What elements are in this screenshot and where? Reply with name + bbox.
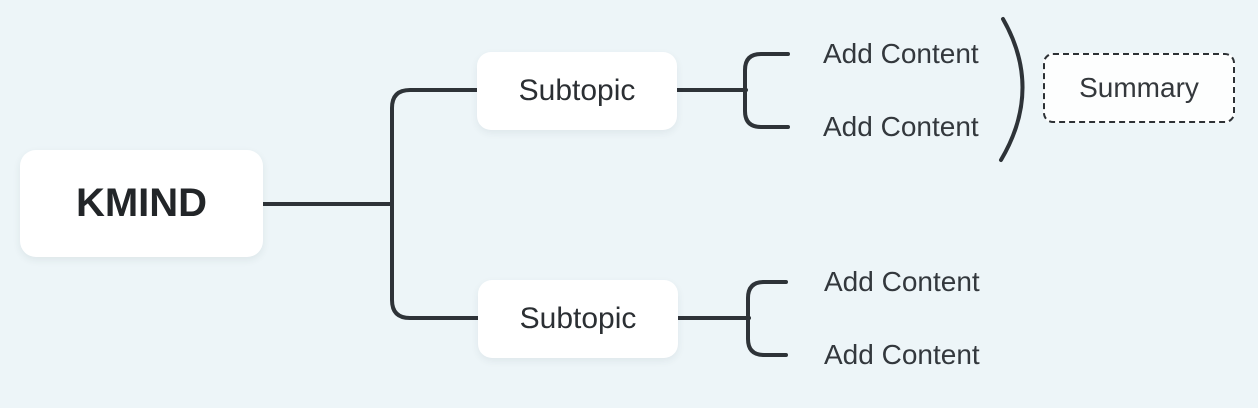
node-root-topic[interactable]: KMIND xyxy=(20,150,263,257)
node-summary[interactable]: Summary xyxy=(1043,53,1235,123)
node-subtopic-2[interactable]: Subtopic xyxy=(478,280,678,358)
link-root-trunk xyxy=(390,88,480,320)
node-add-content-3[interactable]: Add Content xyxy=(824,266,980,297)
summary-brace xyxy=(999,17,1025,162)
node-subtopic-1[interactable]: Subtopic xyxy=(477,52,677,130)
link-subtopic2-children-bracket xyxy=(746,280,788,357)
node-add-content-1[interactable]: Add Content xyxy=(823,38,979,69)
node-add-content-2[interactable]: Add Content xyxy=(823,111,979,142)
link-subtopic1-children-bracket xyxy=(743,52,790,129)
node-add-content-4[interactable]: Add Content xyxy=(824,339,980,370)
